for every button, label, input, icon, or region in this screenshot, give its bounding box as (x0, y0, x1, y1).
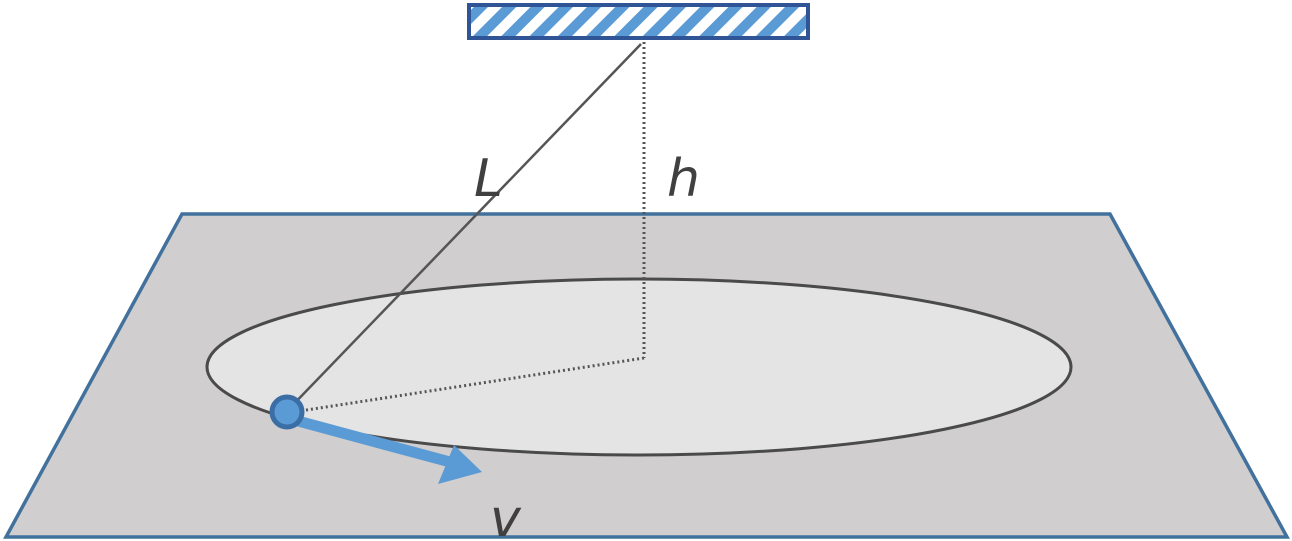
ceiling-support-icon (467, 3, 810, 40)
radius-line (299, 356, 645, 413)
string-length-label: L (474, 149, 503, 209)
velocity-label: v (490, 489, 522, 541)
orbit-ellipse (205, 277, 1073, 457)
velocity-arrow-icon (296, 415, 482, 484)
pendulum-string (286, 43, 642, 412)
height-label: h (667, 149, 700, 209)
pendulum-bob-icon (269, 394, 305, 430)
